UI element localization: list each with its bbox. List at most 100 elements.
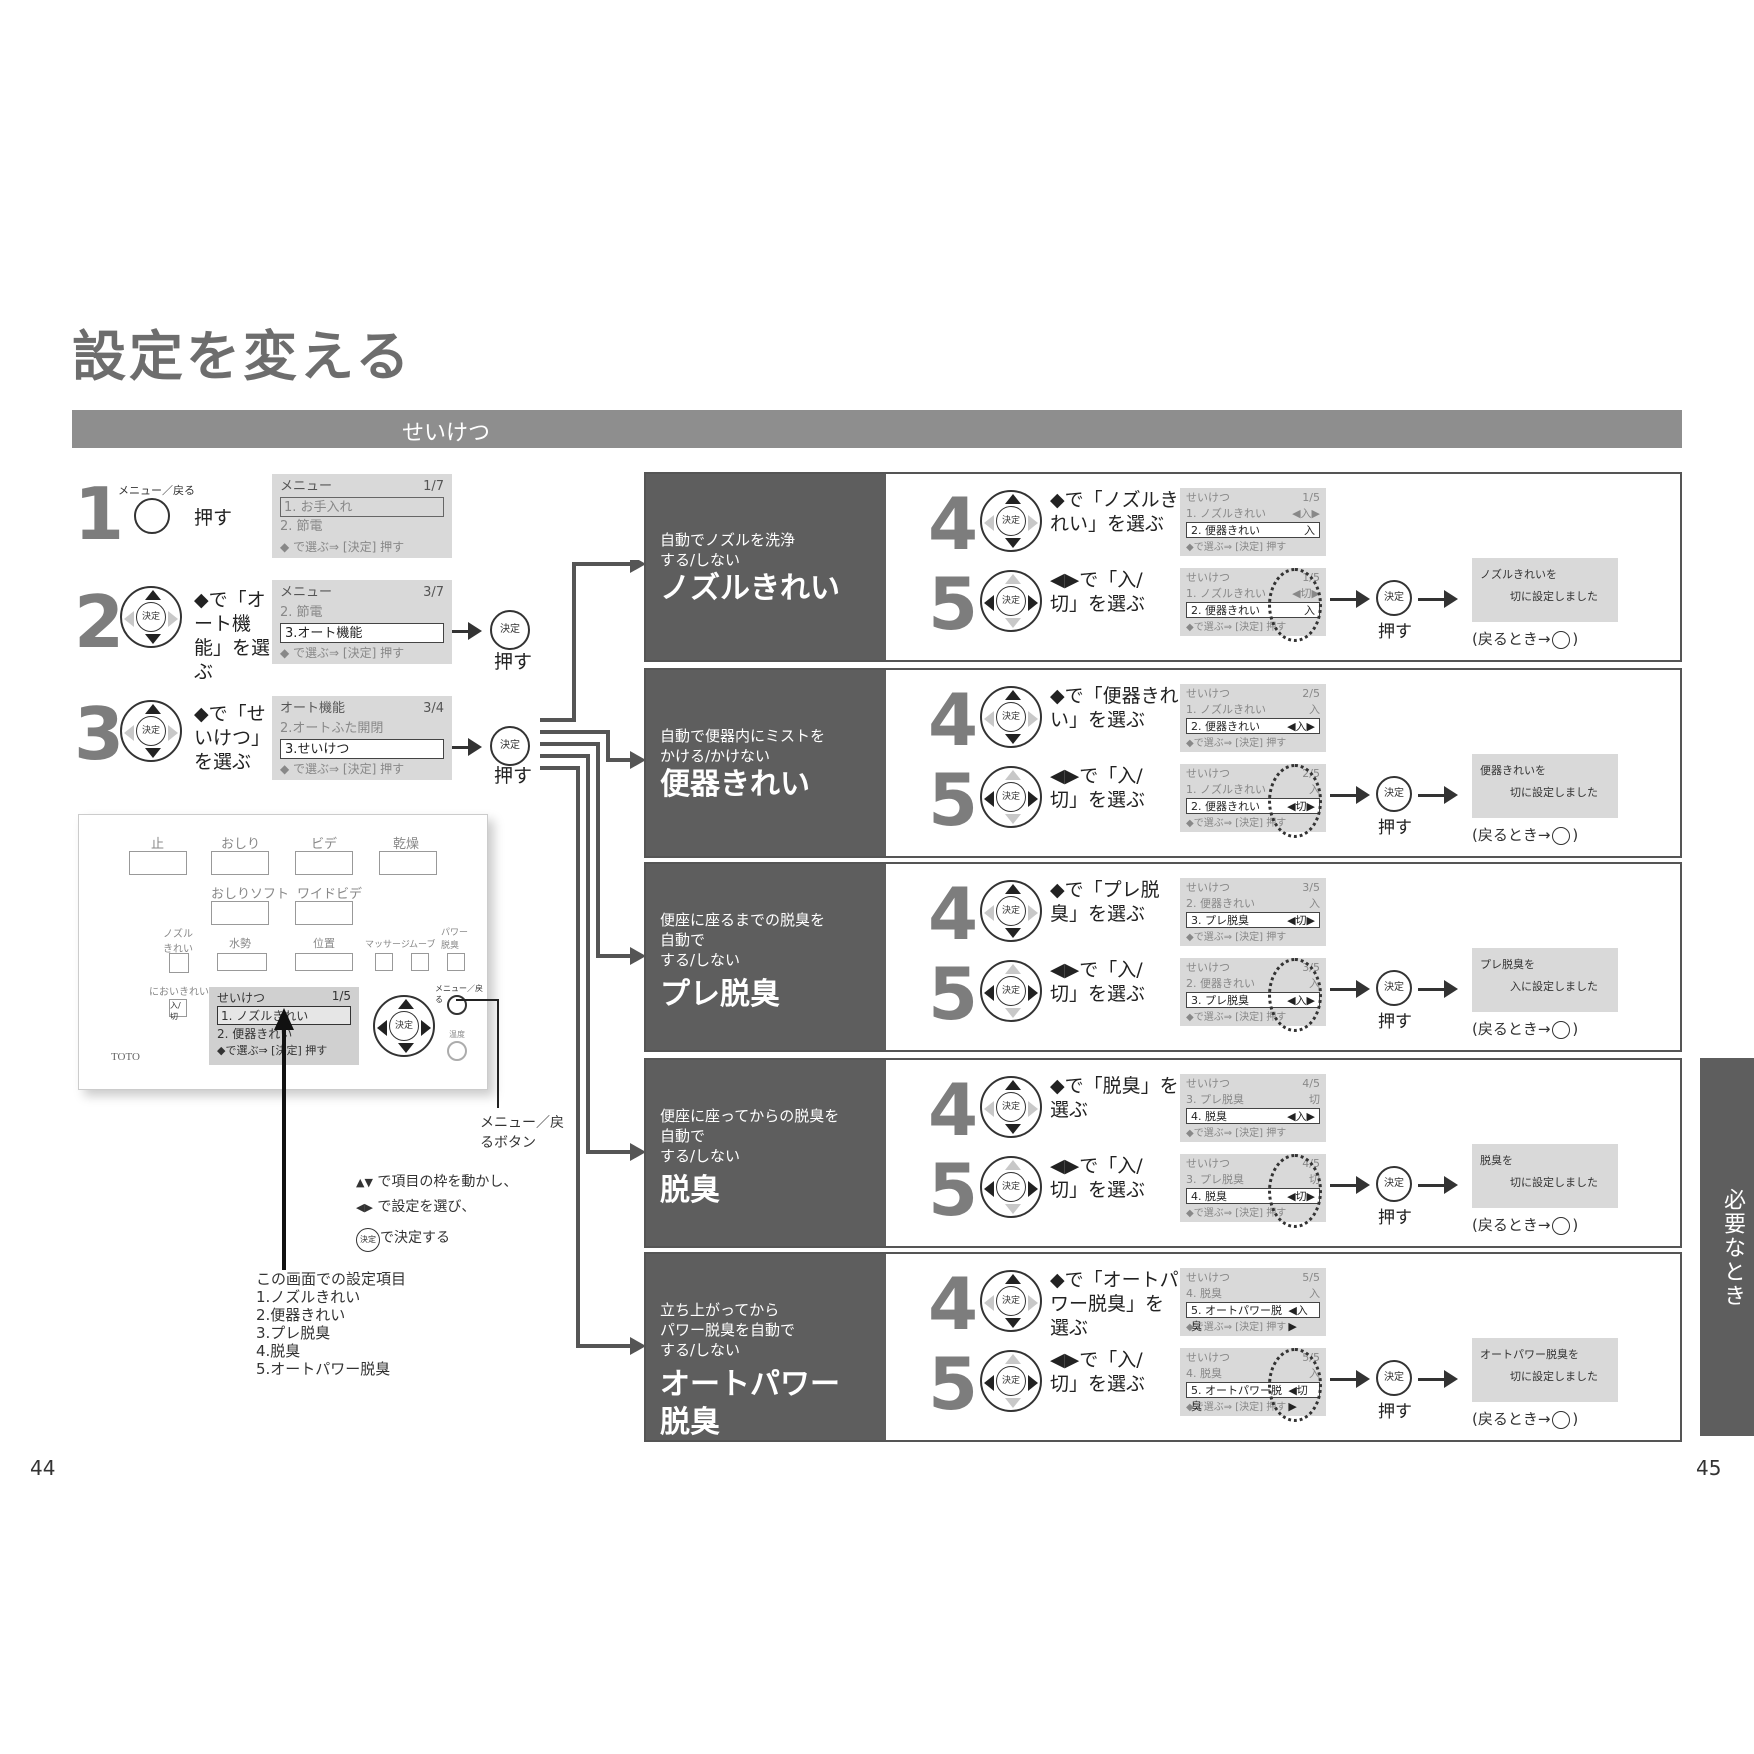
lcd-footer: ◆で選ぶ⇒ [決定] 押す bbox=[217, 1044, 328, 1057]
list-item: 1.ノズルきれい bbox=[256, 1288, 361, 1306]
decide-center: 決定 bbox=[996, 1366, 1026, 1396]
temp-button[interactable] bbox=[447, 1041, 467, 1061]
step5-instruction: ◀▶で「入/切」を選ぶ bbox=[1050, 959, 1146, 1005]
decide-button[interactable]: 決定 bbox=[1376, 580, 1412, 616]
stop-button[interactable] bbox=[129, 851, 187, 875]
lcd-header: せいけつ bbox=[217, 991, 266, 1005]
lcd-cell: 1/5 bbox=[1302, 491, 1320, 504]
decide-button[interactable]: 決定 bbox=[1376, 1166, 1412, 1202]
setting-section: 便座に座ってからの脱臭を 自動で する/しない 脱臭 4 5 決定 決定 ◆で「… bbox=[644, 1058, 1682, 1248]
remote-dpad[interactable]: 決定 bbox=[373, 995, 435, 1057]
lcd-footer: ◆で選ぶ⇒ [決定] 押す bbox=[1186, 1012, 1287, 1023]
section-heading: オートパワー 脱臭 bbox=[660, 1367, 840, 1440]
step-number: 5 bbox=[928, 758, 979, 842]
dpad-button[interactable]: 決定 bbox=[980, 1350, 1042, 1412]
lcd-row: 4. 脱臭入 bbox=[1186, 1286, 1320, 1302]
dpad-button[interactable]: 決定 bbox=[980, 1076, 1042, 1138]
decide-button[interactable]: 決定 bbox=[1376, 970, 1412, 1006]
lcd-cell: 2. 便器きれい bbox=[1191, 604, 1260, 617]
position-stepper[interactable] bbox=[295, 953, 353, 971]
confirm-line: プレ脱臭を bbox=[1480, 958, 1535, 971]
step-number: 2 bbox=[74, 580, 125, 664]
lcd-row-selected: 5. オートパワー脱臭◀入▶ bbox=[1186, 1302, 1320, 1333]
return-close: ) bbox=[1572, 826, 1579, 844]
lcd-row-selected: 3.せいけつ bbox=[285, 742, 350, 757]
decide-button[interactable]: 決定 bbox=[490, 726, 530, 766]
lcd-row: 2. 節電 bbox=[280, 519, 323, 534]
temp-label: 温度 bbox=[449, 1030, 465, 1039]
water-stepper[interactable] bbox=[217, 953, 267, 971]
list-item: 4.脱臭 bbox=[256, 1342, 301, 1360]
return-text: (戻るとき→ bbox=[1472, 1020, 1551, 1038]
decide-center: 決定 bbox=[996, 1286, 1026, 1316]
confirm-line: オートパワー脱臭を bbox=[1480, 1348, 1579, 1361]
return-note: (戻るとき→) bbox=[1472, 1214, 1578, 1235]
lcd-cell: 2. 便器きれい bbox=[1191, 720, 1260, 733]
dpad-button[interactable]: 決定 bbox=[980, 686, 1042, 748]
page-title: 設定を変える bbox=[72, 325, 413, 388]
oshiri-button[interactable] bbox=[211, 851, 269, 875]
move-label: ムーブ bbox=[409, 940, 436, 950]
return-text: (戻るとき→ bbox=[1472, 1216, 1551, 1234]
oshiri-soft-button[interactable] bbox=[211, 901, 269, 925]
dpad-button[interactable]: 決定 bbox=[980, 570, 1042, 632]
step4-instruction: ◆で「脱臭」を選ぶ bbox=[1050, 1075, 1179, 1121]
lcd-footer: ◆で選ぶ⇒ [決定] 押す bbox=[1186, 542, 1287, 553]
dpad-button[interactable]: 決定 bbox=[120, 586, 182, 648]
section-header-box: 便座に座るまでの脱臭を 自動で する/しない プレ脱臭 bbox=[646, 864, 886, 1050]
step4-instruction: ◆で「ノズルきれい」を選ぶ bbox=[1050, 489, 1179, 535]
bide-button[interactable] bbox=[295, 851, 353, 875]
page-number-right: 45 bbox=[1696, 1456, 1722, 1480]
odor-button[interactable]: 入/切 bbox=[169, 999, 187, 1021]
oshiri-label: おしり bbox=[221, 837, 261, 852]
step-number: 5 bbox=[928, 562, 979, 646]
wide-bide-button[interactable] bbox=[295, 901, 353, 925]
lcd-cell: 2. 便器きれい bbox=[1191, 524, 1260, 537]
lcd-cell: せいけつ bbox=[1186, 881, 1230, 894]
lcd-cell: せいけつ bbox=[1186, 1157, 1230, 1170]
dpad-button[interactable]: 決定 bbox=[980, 766, 1042, 828]
section-heading: 脱臭 bbox=[660, 1173, 720, 1208]
confirm-line: 便器きれいを bbox=[1480, 764, 1546, 777]
decide-center: 決定 bbox=[136, 716, 166, 746]
menu-back-icon bbox=[1552, 630, 1571, 649]
lcd-cell: ◀入▶ bbox=[1288, 1304, 1308, 1333]
decide-button[interactable]: 決定 bbox=[1376, 776, 1412, 812]
menu-back-button[interactable] bbox=[134, 498, 170, 534]
massage-button[interactable] bbox=[375, 953, 393, 971]
step-number: 4 bbox=[928, 872, 979, 956]
section-heading: 便器きれい bbox=[660, 767, 810, 802]
dpad-button[interactable]: 決定 bbox=[980, 1156, 1042, 1218]
decide-button[interactable]: 決定 bbox=[1376, 1360, 1412, 1396]
nozzle-clean-button[interactable] bbox=[169, 953, 189, 973]
lcd-footer: ◆で選ぶ⇒ [決定] 押す bbox=[1186, 1402, 1287, 1413]
odor-label: においきれい bbox=[149, 987, 209, 998]
dpad-button[interactable]: 決定 bbox=[120, 700, 182, 762]
lcd-footer: ◆で選ぶ⇒ [決定] 押す bbox=[1186, 1208, 1287, 1219]
dry-button[interactable] bbox=[379, 851, 437, 875]
decide-button[interactable]: 決定 bbox=[490, 610, 530, 650]
dpad-button[interactable]: 決定 bbox=[980, 1270, 1042, 1332]
lcd-cell: せいけつ bbox=[1186, 1351, 1230, 1364]
lcd-footer: ◆ で選ぶ⇒ [決定] 押す bbox=[280, 762, 405, 776]
decide-center: 決定 bbox=[996, 586, 1026, 616]
menu-label: メニュー／戻る bbox=[435, 984, 483, 1004]
press-label: 押す bbox=[1378, 1012, 1412, 1032]
lcd-row: 2.オートふた開閉 bbox=[280, 721, 384, 736]
lcd-cell: ◀入▶ bbox=[1292, 507, 1320, 520]
confirm-line: ノズルきれいを bbox=[1480, 568, 1557, 581]
lcd-cell: せいけつ bbox=[1186, 687, 1230, 700]
dpad-button[interactable]: 決定 bbox=[980, 490, 1042, 552]
power-deodor-button[interactable] bbox=[447, 953, 465, 971]
lcd-cell: 4. 脱臭 bbox=[1191, 1190, 1227, 1203]
move-button[interactable] bbox=[411, 953, 429, 971]
settings-list: この画面での設定項目 1.ノズルきれい 2.便器きれい 3.プレ脱臭 4.脱臭 … bbox=[256, 1270, 406, 1378]
dpad-button[interactable]: 決定 bbox=[980, 880, 1042, 942]
dpad-button[interactable]: 決定 bbox=[980, 960, 1042, 1022]
legend-line: で項目の枠を動かし、 bbox=[377, 1174, 518, 1190]
